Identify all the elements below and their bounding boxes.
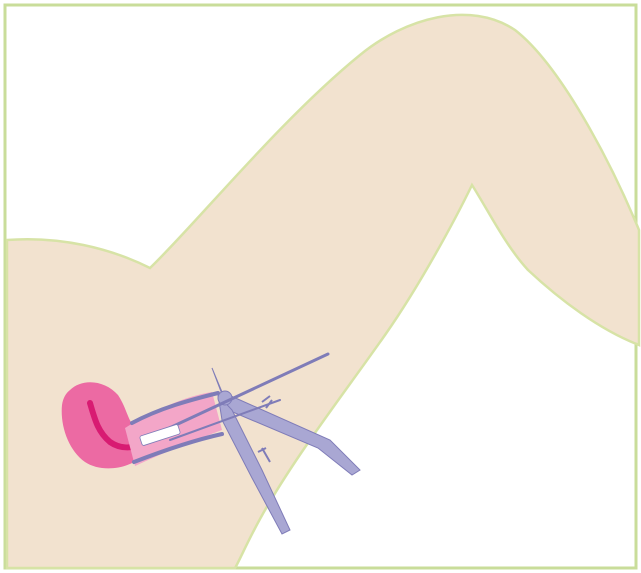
body-silhouette	[7, 15, 639, 568]
